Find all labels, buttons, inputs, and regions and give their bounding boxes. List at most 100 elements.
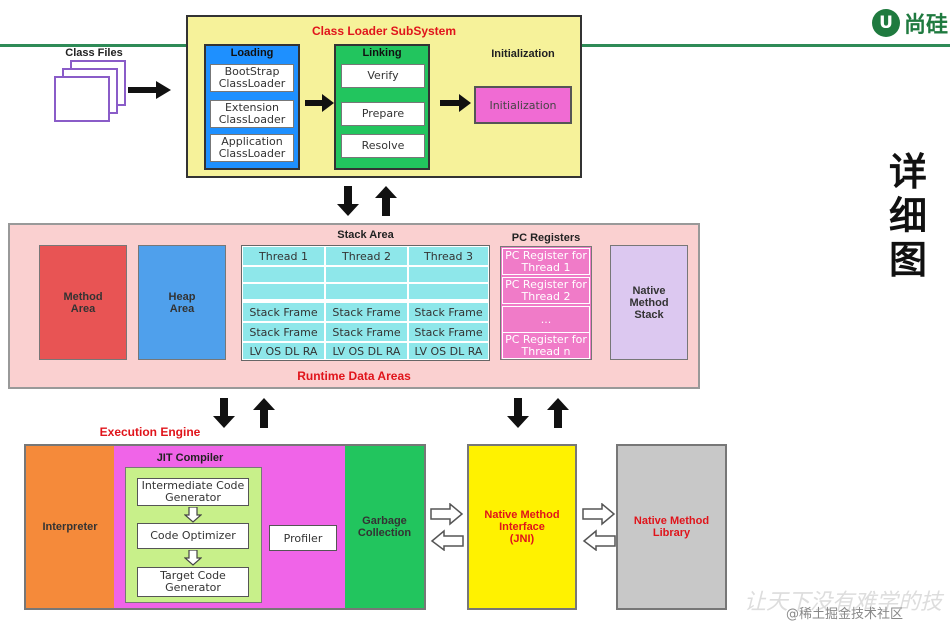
execution-engine-title: Execution Engine: [99, 425, 201, 439]
frame-detail-cell: LV OS DL RA: [408, 342, 489, 360]
stack-area-grid: Thread 1 Thread 2 Thread 3 Stack Frame S…: [241, 245, 490, 361]
loading-panel: Loading BootStrap ClassLoader Extension …: [204, 44, 300, 170]
target-code-generator: Target Code Generator: [137, 567, 249, 597]
logo-text: 尚硅: [904, 13, 949, 38]
pc-register-cell: PC Register for Thread 1: [502, 248, 590, 275]
jit-title: JIT Compiler: [156, 452, 224, 464]
cell-line: (JNI): [509, 533, 535, 545]
pc-register-cell: PC Register for Thread n: [502, 332, 590, 359]
frame-detail-cell: LV OS DL RA: [242, 342, 325, 360]
cell-line: ...: [540, 312, 552, 326]
cell-line: Native: [632, 284, 666, 297]
cell-line: ClassLoader: [218, 147, 286, 160]
native-method-stack: Native Method Stack: [610, 245, 688, 360]
stack-cell: [325, 283, 408, 300]
side-title-char: 详: [888, 150, 927, 194]
cell-line: Heap: [168, 290, 196, 303]
cell-line: Generator: [165, 491, 221, 504]
heap-area: Heap Area: [138, 245, 226, 360]
native-method-library: Native Method Library: [616, 444, 727, 610]
native-method-interface: Native Method Interface (JNI): [467, 444, 577, 610]
cell-line: Library: [652, 527, 691, 539]
bootstrap-classloader: BootStrap ClassLoader: [210, 64, 294, 92]
stack-cell: [408, 283, 489, 300]
class-files-label: Class Files: [65, 47, 123, 59]
cell-line: Target Code: [160, 569, 226, 582]
stack-frame-cell: Stack Frame: [325, 302, 408, 322]
stack-frame-cell: Stack Frame: [242, 322, 325, 342]
stack-cell: [325, 266, 408, 283]
resolve-step: Resolve: [341, 134, 425, 158]
cell-line: Thread 1: [521, 260, 571, 274]
cell-line: Interface: [499, 521, 545, 533]
side-title: 详 细 图: [884, 150, 932, 282]
initialization-box: Initialization: [474, 86, 572, 124]
application-classloader: Application ClassLoader: [210, 134, 294, 162]
bidirectional-arrow-icon: [430, 503, 464, 551]
credit-text: @稀土掘金技术社区: [786, 607, 904, 622]
method-area: Method Area: [39, 245, 127, 360]
execution-engine: [24, 444, 426, 610]
code-optimizer: Code Optimizer: [137, 523, 249, 549]
arrow-right-icon: [128, 81, 171, 99]
bidirectional-arrow-icon: [337, 186, 397, 216]
profiler: Profiler: [269, 525, 337, 551]
cell-line: Native Method: [633, 515, 710, 527]
side-title-char: 图: [888, 238, 927, 282]
frame-detail-cell: LV OS DL RA: [325, 342, 408, 360]
cell-line: Thread 2: [521, 289, 571, 303]
pc-register-cell: PC Register for Thread 2: [502, 277, 590, 304]
cell-line: Stack: [634, 308, 664, 321]
garbage-collection: Garbage Collection: [345, 446, 424, 608]
class-loader-title: Class Loader SubSystem: [311, 24, 457, 38]
stack-frame-cell: Stack Frame: [325, 322, 408, 342]
thread-header: Thread 2: [325, 246, 408, 266]
cell-line: Area: [169, 302, 195, 315]
bidirectional-arrow-icon: [582, 503, 616, 551]
arrow-right-icon: [305, 94, 334, 112]
cell-line: Generator: [165, 581, 221, 594]
jit-pipeline: Intermediate Code Generator Code Optimiz…: [125, 467, 262, 603]
cell-line: PC Register for: [505, 248, 587, 262]
linking-title: Linking: [362, 47, 402, 59]
stack-frame-cell: Stack Frame: [408, 302, 489, 322]
intermediate-code-generator: Intermediate Code Generator: [137, 478, 249, 506]
cell-line: Method: [629, 296, 669, 309]
pc-register-cell: ...: [502, 306, 590, 333]
interpreter: Interpreter: [26, 446, 114, 608]
initialization-title: Initialization: [491, 48, 555, 60]
runtime-title: Runtime Data Areas: [297, 369, 411, 383]
watermark-text: 让天下没有难学的技: [744, 590, 943, 615]
cell-line: ClassLoader: [218, 113, 286, 126]
arrow-right-icon: [440, 94, 471, 112]
bidirectional-arrow-icon: [507, 398, 569, 428]
side-title-char: 细: [888, 194, 927, 238]
pc-registers-title: PC Registers: [511, 232, 581, 244]
stack-area-title: Stack Area: [337, 229, 394, 241]
arrow-down-icon: [184, 507, 202, 523]
cell-line: ClassLoader: [218, 77, 286, 90]
stack-cell: [408, 266, 489, 283]
class-files-icon: [52, 60, 128, 126]
thread-header: Thread 3: [408, 246, 489, 266]
arrow-down-icon: [184, 550, 202, 566]
bidirectional-arrow-icon: [213, 398, 275, 428]
cell-line: BootStrap: [224, 65, 280, 78]
extension-classloader: Extension ClassLoader: [210, 100, 294, 128]
cell-line: Intermediate Code: [141, 479, 245, 492]
prepare-step: Prepare: [341, 102, 425, 126]
cell-line: Area: [70, 302, 96, 315]
cell-line: Extension: [224, 101, 279, 114]
cell-line: PC Register for: [505, 277, 587, 291]
cell-line: Garbage: [362, 515, 407, 527]
stack-frame-cell: Stack Frame: [408, 322, 489, 342]
loading-title: Loading: [230, 47, 274, 59]
cell-line: Native Method: [484, 509, 560, 521]
cell-line: PC Register for: [505, 332, 587, 346]
cell-line: Method: [63, 290, 103, 303]
brand-logo: U 尚硅: [872, 8, 948, 38]
cell-line: Thread n: [521, 344, 571, 358]
stack-frame-cell: Stack Frame: [242, 302, 325, 322]
stack-cell: [242, 266, 325, 283]
verify-step: Verify: [341, 64, 425, 88]
